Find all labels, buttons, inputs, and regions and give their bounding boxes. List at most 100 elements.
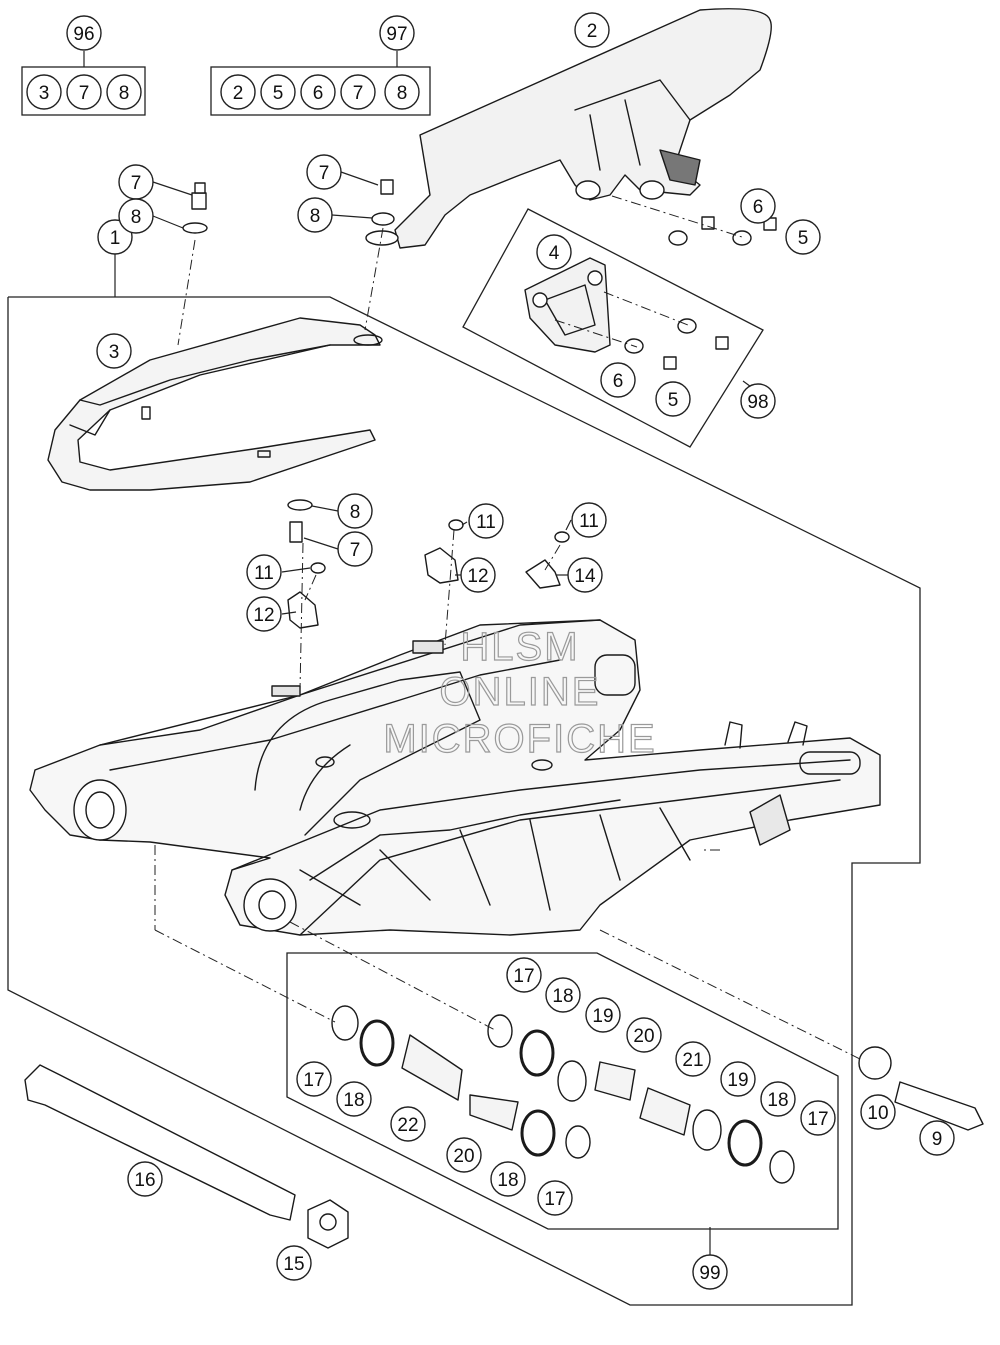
part-callout-15: 15 (276, 1245, 312, 1281)
sprocket-cover-part (524, 257, 611, 353)
kit-99-callout: 99 (692, 1254, 728, 1290)
part-callout-20: 20 (626, 1017, 662, 1053)
part-callout-18: 18 (760, 1081, 796, 1117)
kit-97-item: 2 (233, 83, 244, 104)
callout-label: 11 (254, 563, 274, 584)
part-callout-18: 18 (336, 1081, 372, 1117)
callout-label: 8 (131, 207, 142, 228)
callout-label: 17 (807, 1109, 828, 1130)
part-callout-9: 9 (919, 1120, 955, 1156)
callout-label: 6 (613, 371, 624, 392)
watermark: HLSM ONLINE MICROFICHE (383, 624, 656, 761)
callout-label: 2 (587, 21, 598, 42)
part-callout-21: 21 (675, 1041, 711, 1077)
callout-label: 19 (592, 1006, 613, 1027)
leader-lines (83, 51, 759, 1255)
part-callout-17: 17 (296, 1061, 332, 1097)
part-callout-16: 16 (127, 1161, 163, 1197)
part-callout-22: 22 (390, 1106, 426, 1142)
swingarm-group-boundary (7, 296, 921, 1306)
part-callout-4: 4 (536, 234, 572, 270)
kit-96-item: 3 (39, 83, 50, 104)
callout-label: 8 (310, 206, 321, 227)
part-callout-3: 3 (96, 333, 132, 369)
callouts: 96 3 7 8 97 2 5 6 7 8 (26, 12, 955, 1290)
kit-98-callout: 98 (740, 383, 776, 419)
part-callout-7: 7 (118, 164, 154, 200)
part-callout-5: 5 (785, 219, 821, 255)
callout-label: 5 (798, 228, 809, 249)
part-callout-11: 11 (571, 502, 607, 538)
callout-label: 20 (453, 1146, 474, 1167)
part-callout-6: 6 (600, 362, 636, 398)
part-callout-20: 20 (446, 1137, 482, 1173)
part-callout-12: 12 (460, 557, 496, 593)
part-callout-2: 2 (574, 12, 610, 48)
callout-label: 12 (253, 605, 274, 626)
callout-label: 17 (544, 1189, 565, 1210)
part-callout-7: 7 (337, 531, 373, 567)
part-callout-10: 10 (860, 1094, 896, 1130)
kit-97-item: 8 (397, 83, 408, 104)
callout-label: 7 (131, 173, 142, 194)
bearing-set (331, 1005, 795, 1184)
part-callout-5: 5 (655, 381, 691, 417)
parts-line-art (24, 8, 984, 1249)
callout-label: 18 (552, 986, 573, 1007)
chain-guard-part (365, 8, 772, 249)
kit-96-contents: 3 7 8 (26, 74, 142, 110)
callout-label: 17 (303, 1070, 324, 1091)
kit-97-contents: 2 5 6 7 8 (220, 74, 420, 110)
part-callout-8: 8 (337, 493, 373, 529)
swingarm-body-part (29, 619, 881, 936)
callout-label: 10 (867, 1103, 888, 1124)
kit-98-boundary (462, 208, 764, 448)
watermark-line2: ONLINE (440, 670, 601, 714)
kit-96-label: 96 (73, 24, 94, 45)
part-callout-7: 7 (306, 154, 342, 190)
kit-97-item: 6 (313, 83, 324, 104)
fasteners (24, 179, 984, 1249)
part-callout-11: 11 (246, 554, 282, 590)
kit-96-item: 8 (119, 83, 130, 104)
callout-label: 1 (110, 228, 121, 249)
kit-96-item: 7 (79, 83, 90, 104)
part-callout-17: 17 (506, 957, 542, 993)
callout-label: 21 (682, 1050, 703, 1071)
watermark-line1: HLSM (460, 625, 579, 669)
callout-label: 16 (134, 1170, 155, 1191)
watermark-line3: MICROFICHE (383, 717, 656, 761)
part-callout-12: 12 (246, 596, 282, 632)
part-callout-17: 17 (537, 1180, 573, 1216)
callout-label: 7 (319, 163, 330, 184)
callout-label: 18 (497, 1170, 518, 1191)
kit-97-label: 97 (386, 24, 407, 45)
kit-97-box (210, 66, 431, 116)
kit-99-boundary (286, 952, 839, 1230)
kit-97-callout: 97 (379, 15, 415, 51)
callout-label: 7 (350, 540, 361, 561)
callout-label: 3 (109, 342, 120, 363)
part-callout-19: 19 (720, 1061, 756, 1097)
part-callout-8: 8 (297, 197, 333, 233)
callout-label: 5 (668, 390, 679, 411)
part-callout-18: 18 (490, 1161, 526, 1197)
callout-label: 19 (727, 1070, 748, 1091)
callout-label: 18 (767, 1090, 788, 1111)
part-callout-11: 11 (468, 503, 504, 539)
callout-label: 11 (476, 512, 496, 533)
callout-label: 8 (350, 502, 361, 523)
kit-99-label: 99 (699, 1263, 720, 1284)
kit-96-callout: 96 (66, 15, 102, 51)
part-callout-8: 8 (118, 198, 154, 234)
callout-label: 14 (574, 566, 596, 587)
callout-label: 15 (283, 1254, 304, 1275)
part-callout-17: 17 (800, 1100, 836, 1136)
kit-97-item: 5 (273, 83, 284, 104)
callout-label: 20 (633, 1026, 654, 1047)
callout-label: 18 (343, 1090, 364, 1111)
part-callout-6: 6 (740, 188, 776, 224)
callout-label: 11 (579, 511, 599, 532)
callout-label: 9 (932, 1129, 943, 1150)
